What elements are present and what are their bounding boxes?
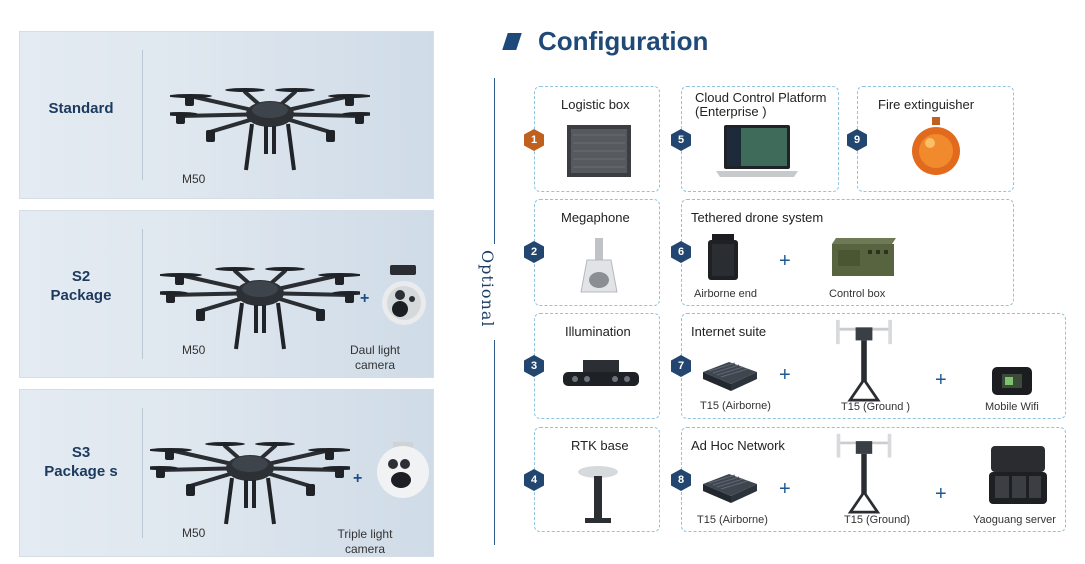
divider: [142, 50, 143, 180]
optional-label: Optional: [478, 250, 497, 328]
part-label: Mobile Wifi: [985, 401, 1039, 413]
plus-sign: +: [935, 369, 947, 391]
laptop-image: [716, 125, 798, 177]
m50-drone-image: [170, 84, 370, 174]
part-label: Airborne end: [694, 288, 757, 300]
plus-sign: +: [360, 290, 370, 307]
fire-extinguisher-ball-image: [912, 117, 960, 175]
part-label: Control box: [829, 288, 886, 300]
badge-6: 6: [671, 241, 691, 263]
title-accent-bar: [502, 33, 522, 50]
item-label: Cloud Control Platform(Enterprise ): [695, 90, 827, 119]
item-label: Tethered drone system: [691, 210, 824, 225]
airborne-end-image: [708, 234, 738, 280]
item-label: Fire extinguisher: [878, 97, 975, 112]
badge-1: 1: [524, 129, 544, 151]
package-name: Standard: [48, 100, 114, 117]
plus-sign: +: [779, 250, 791, 272]
badge-9: 9: [847, 129, 867, 151]
item-internet-suite: Internet suite T15 (Airborne) + T15 (Gro…: [681, 313, 1066, 419]
item-cloud-control-platform: Cloud Control Platform(Enterprise ): [681, 86, 839, 192]
plus-sign: +: [935, 483, 947, 505]
item-logistic-box: Logistic box: [534, 86, 660, 192]
drone-label: M50: [182, 343, 206, 357]
item-label: Logistic box: [561, 97, 630, 112]
item-fire-extinguisher: Fire extinguisher: [857, 86, 1014, 192]
item-label: Illumination: [565, 324, 631, 339]
part-label: T15 (Ground): [844, 514, 911, 526]
item-label: Internet suite: [691, 324, 767, 339]
part-label: T15 (Ground ): [841, 401, 911, 413]
rtk-base-image: [578, 466, 618, 523]
badge-3: 3: [524, 355, 544, 377]
m50-drone-image: [160, 263, 360, 353]
drone-label: M50: [182, 172, 206, 186]
part-label: T15 (Airborne): [700, 400, 771, 412]
optional-line-top: [494, 78, 495, 244]
t15-airborne-image: [699, 470, 759, 504]
badge-4: 4: [524, 469, 544, 491]
plus-sign: +: [353, 470, 363, 487]
badge-5: 5: [671, 129, 691, 151]
item-label: Ad Hoc Network: [691, 438, 785, 453]
badge-7: 7: [671, 355, 691, 377]
t15-ground-antenna-image: [829, 318, 899, 402]
item-rtk-base: RTK base: [534, 427, 660, 532]
t15-airborne-image: [699, 358, 759, 392]
megaphone-image: [580, 238, 618, 293]
yaoguang-server-image: [989, 446, 1047, 504]
item-illumination: Illumination: [534, 313, 660, 419]
item-megaphone: Megaphone: [534, 199, 660, 306]
logistic-box-image: [567, 125, 631, 177]
item-ad-hoc-network: Ad Hoc Network T15 (Airborne) + T15 (Gro…: [681, 427, 1066, 532]
divider: [142, 229, 143, 359]
triple-light-camera-image: [377, 442, 429, 498]
divider: [142, 408, 143, 538]
illumination-image: [563, 360, 639, 386]
mobile-wifi-image: [992, 367, 1032, 395]
t15-ground-antenna-image: [829, 432, 899, 514]
drone-label: M50: [182, 526, 206, 540]
control-box-image: [832, 238, 896, 276]
plus-sign: +: [779, 364, 791, 386]
part-label: T15 (Airborne): [697, 514, 768, 526]
package-standard: Standard M50: [19, 31, 434, 199]
item-tethered-drone-system: Tethered drone system Airborne end + Con…: [681, 199, 1014, 306]
badge-8: 8: [671, 469, 691, 491]
dual-light-camera-image: [382, 265, 426, 325]
item-label: Megaphone: [561, 210, 630, 225]
part-label: Yaoguang server: [973, 514, 1056, 526]
page-title: Configuration: [538, 26, 709, 56]
optional-line-bottom: [494, 340, 495, 545]
m50-drone-image: [150, 438, 350, 528]
item-label: RTK base: [571, 438, 629, 453]
badge-2: 2: [524, 241, 544, 263]
plus-sign: +: [779, 478, 791, 500]
